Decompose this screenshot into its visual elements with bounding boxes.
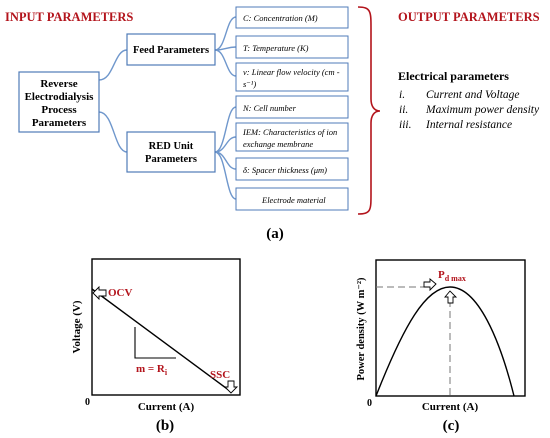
chart-c-peak-right-arrow-icon: [423, 278, 437, 292]
red-item-iem-line-1: IEM: Characteristics of ion: [242, 127, 337, 137]
panel-label-b: (b): [156, 418, 174, 434]
output-item-3-num: iii.: [399, 119, 411, 131]
chart-c-power-curve: [375, 286, 515, 397]
feed-item-temperature-text: T: Temperature (K): [243, 43, 309, 53]
chart-c-peak-up-arrow-icon: [444, 290, 458, 304]
chart-b-ocv-label: OCV: [108, 287, 133, 299]
output-item-2-num: ii.: [399, 104, 408, 116]
feed-item-velocity-line-2: s⁻¹): [243, 79, 256, 89]
feed-parameters-label: Feed Parameters: [133, 45, 209, 56]
red-item-cell-number: N: Cell number: [235, 95, 349, 119]
panel-label-a: (a): [266, 226, 284, 242]
root-node: Reverse Electrodialysis Process Paramete…: [18, 71, 100, 133]
red-item-spacer-text: δ: Spacer thickness (μm): [243, 165, 327, 175]
chart-c-origin: 0: [367, 398, 372, 409]
feed-item-velocity: v: Linear flow velocity (cm - s⁻¹): [235, 62, 349, 92]
output-brace: [357, 6, 381, 215]
output-item-3-text: Internal resistance: [425, 119, 512, 131]
chart-c-ylabel: Power density (W m⁻²): [356, 277, 367, 381]
chart-b-slope-triangle: [134, 327, 176, 359]
chart-b-ylabel: Voltage (V): [71, 300, 83, 353]
chart-b-iv-line: [91, 288, 231, 392]
chart-b-slope-label: m = Ri: [136, 363, 168, 377]
red-item-electrode-text: Electrode material: [261, 195, 326, 205]
feed-item-concentration: C: Concentration (M): [235, 6, 349, 29]
root-line-2: Electrodialysis: [25, 91, 95, 103]
root-line-1: Reverse: [40, 78, 77, 90]
electrical-parameters-heading: Electrical parameters: [398, 69, 509, 83]
chart-b-origin: 0: [85, 397, 90, 408]
red-item-cell-number-text: N: Cell number: [242, 103, 297, 113]
root-line-4: Parameters: [32, 117, 87, 129]
connector-root-red: [98, 111, 128, 153]
output-list: i. Current and Voltage ii. Maximum power…: [399, 89, 540, 131]
output-item-1-num: i.: [399, 89, 405, 101]
root-line-3: Process: [41, 104, 77, 116]
chart-b-ssc-arrow-icon: [223, 380, 239, 394]
chart-c-peak-label: Pd max: [438, 269, 466, 283]
output-item-2-text: Maximum power density: [425, 104, 540, 116]
connector-feed-item-1: [214, 16, 237, 51]
connector-red-item-2: [214, 136, 237, 153]
output-item-1-text: Current and Voltage: [426, 89, 520, 101]
red-unit-line-2: Parameters: [145, 154, 197, 165]
panel-label-c: (c): [443, 418, 460, 434]
feed-item-velocity-line-1: v: Linear flow velocity (cm -: [243, 67, 340, 77]
connector-feed-item-3: [214, 49, 237, 77]
chart-b-ocv-arrow-icon: [92, 285, 107, 301]
chart-b: OCV SSC m = Ri Voltage (V) Current (A) 0: [71, 258, 241, 413]
connector-root-feed: [98, 49, 128, 81]
feed-parameters-node: Feed Parameters: [126, 33, 216, 66]
chart-b-xlabel: Current (A): [138, 401, 195, 413]
tree-connectors: [98, 16, 237, 200]
output-parameters-title: OUTPUT PARAMETERS: [398, 10, 540, 24]
chart-c-xlabel: Current (A): [422, 401, 479, 413]
feed-item-temperature: T: Temperature (K): [235, 35, 349, 59]
connector-red-item-4: [214, 151, 237, 200]
red-item-spacer: δ: Spacer thickness (μm): [235, 157, 349, 181]
feed-item-concentration-text: C: Concentration (M): [243, 13, 318, 23]
input-parameters-title: INPUT PARAMETERS: [5, 10, 133, 24]
chart-b-ssc-label: SSC: [210, 369, 230, 381]
connector-red-item-3: [214, 151, 237, 170]
connector-red-item-1: [214, 106, 237, 153]
red-item-electrode: Electrode material: [235, 187, 349, 211]
chart-b-frame: [91, 258, 241, 396]
chart-c: Pd max Power density (W m⁻²) Current (A)…: [356, 259, 526, 413]
red-unit-line-1: RED Unit: [149, 141, 194, 152]
red-item-iem: IEM: Characteristics of ion exchange mem…: [235, 122, 349, 152]
red-unit-node: RED Unit Parameters: [126, 131, 216, 173]
red-item-iem-line-2: exchange membrane: [243, 139, 313, 149]
